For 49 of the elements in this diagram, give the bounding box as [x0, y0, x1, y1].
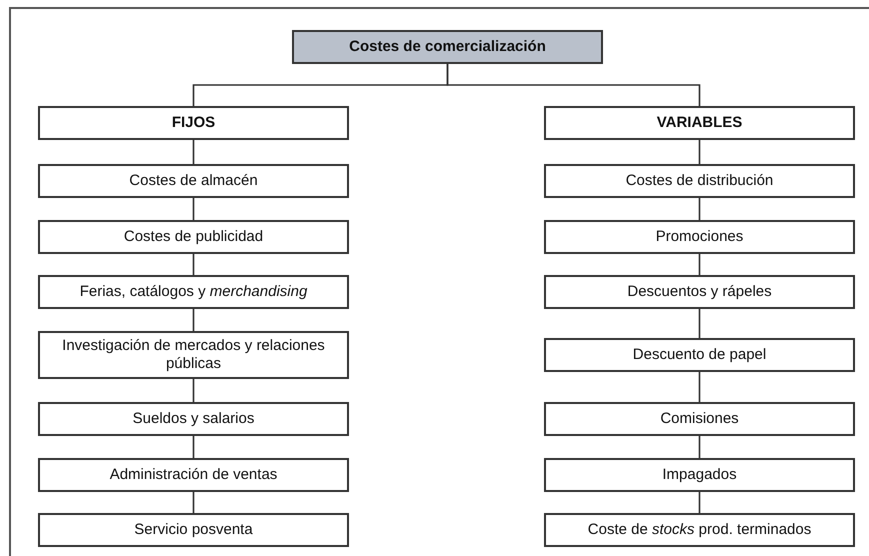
box-label: Descuentos y rápeles: [627, 283, 772, 301]
box-label: Costes de comercialización: [349, 38, 546, 56]
box-label: Costes de almacén: [129, 172, 258, 190]
connector-line: [192, 140, 194, 164]
cost-item-box: [544, 275, 855, 309]
box-label: Comisiones: [660, 410, 739, 428]
category-box: [544, 106, 855, 140]
box-label: Costes de publicidad: [124, 228, 264, 246]
cost-item-box: [38, 275, 349, 309]
box-label: Descuento de papel: [632, 346, 766, 364]
cost-item-box: [544, 513, 855, 547]
box-label: Sueldos y salarios: [132, 410, 254, 428]
box-label: Servicio posventa: [134, 521, 253, 539]
connector-line: [698, 140, 700, 164]
cost-item-box: [544, 338, 855, 372]
cost-item-box: [544, 164, 855, 198]
cost-item-box: [38, 331, 349, 379]
box-label: Coste de stocks prod. terminados: [588, 521, 812, 539]
cost-item-box: [38, 402, 349, 436]
connector-line: [698, 198, 700, 220]
box-label: Administración de ventas: [110, 466, 278, 484]
cost-item-box: [544, 402, 855, 436]
box-label: Impagados: [662, 466, 737, 484]
cost-item-box: [38, 164, 349, 198]
connector-line: [192, 492, 194, 513]
connector-line: [192, 198, 194, 220]
cost-item-box: [38, 513, 349, 547]
connector-line: [192, 379, 194, 402]
box-label: VARIABLES: [656, 114, 742, 132]
connector-line: [698, 492, 700, 513]
box-label: Costes de distribución: [626, 172, 774, 190]
box-label: Investigación de mercados y relaciones públicas: [61, 337, 326, 373]
box-label: Ferias, catálogos y merchandising: [80, 283, 308, 301]
connector-line: [698, 372, 700, 402]
connector-line: [192, 254, 194, 275]
connector-line: [698, 254, 700, 275]
connector-line: [698, 309, 700, 338]
connector-line: [698, 436, 700, 458]
connector-line: [192, 436, 194, 458]
cost-item-box: [544, 220, 855, 254]
cost-item-box: [38, 458, 349, 492]
cost-item-box: [544, 458, 855, 492]
root-box: [292, 30, 603, 64]
box-label: Promociones: [656, 228, 744, 246]
connector-line: [192, 309, 194, 331]
connector-line: [446, 64, 700, 106]
cost-item-box: [38, 220, 349, 254]
box-label: FIJOS: [172, 114, 216, 132]
category-box: [38, 106, 349, 140]
